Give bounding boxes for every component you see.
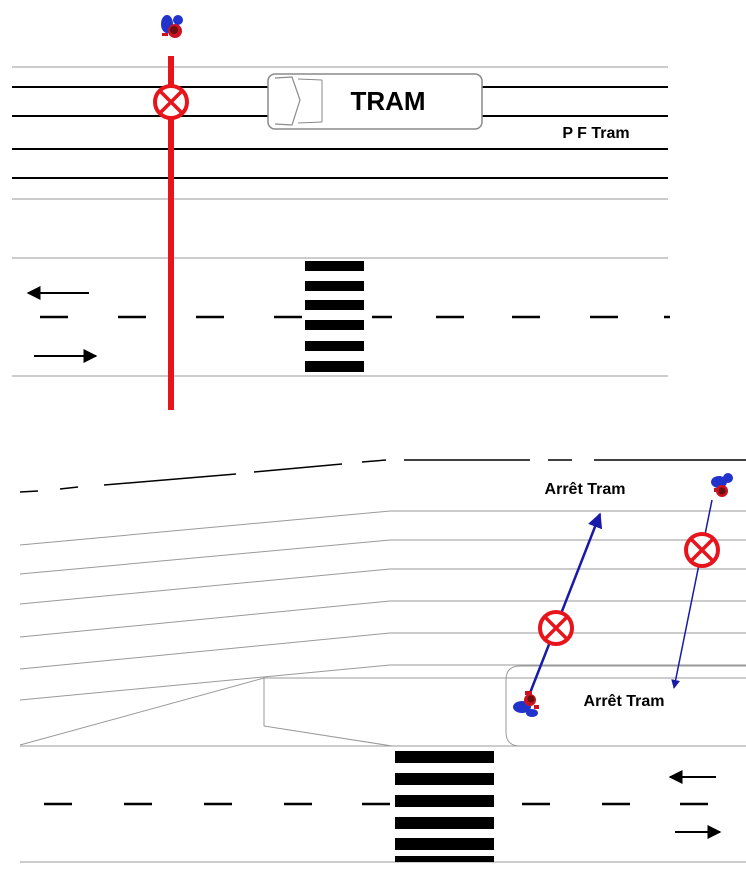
- bottom-top-dashes: [19, 459, 746, 493]
- top-scene: TRAM P F Tram: [12, 15, 670, 410]
- island-wedge-edge: [263, 725, 393, 747]
- platform-label: P F Tram: [562, 125, 629, 142]
- top-road-border-lines: [12, 66, 668, 377]
- no-entry-icon: [684, 532, 720, 568]
- tram-stop-label-upper: Arrêt Tram: [545, 481, 626, 498]
- tram-stop-label-lower: Arrêt Tram: [584, 693, 665, 710]
- tram-stop-island: [505, 665, 746, 747]
- pedestrian-icon: [711, 473, 733, 497]
- bottom-angled-lanes: [19, 510, 746, 746]
- pedestrian-icon: [513, 691, 539, 717]
- pedestrian-icon: [161, 15, 183, 38]
- no-entry-icon: [538, 610, 574, 646]
- tram-vehicle: TRAM: [267, 73, 483, 130]
- bottom-scene: Arrêt Tram Arrêt Tram: [19, 459, 746, 863]
- top-zebra-crossing: [305, 261, 364, 372]
- no-entry-icon: [153, 84, 189, 120]
- bottom-zebra-crossing: [395, 751, 494, 862]
- forbidden-crossing-path-up: [528, 512, 603, 694]
- forbidden-crossing-path-down: [671, 499, 713, 689]
- tram-label: TRAM: [350, 86, 425, 116]
